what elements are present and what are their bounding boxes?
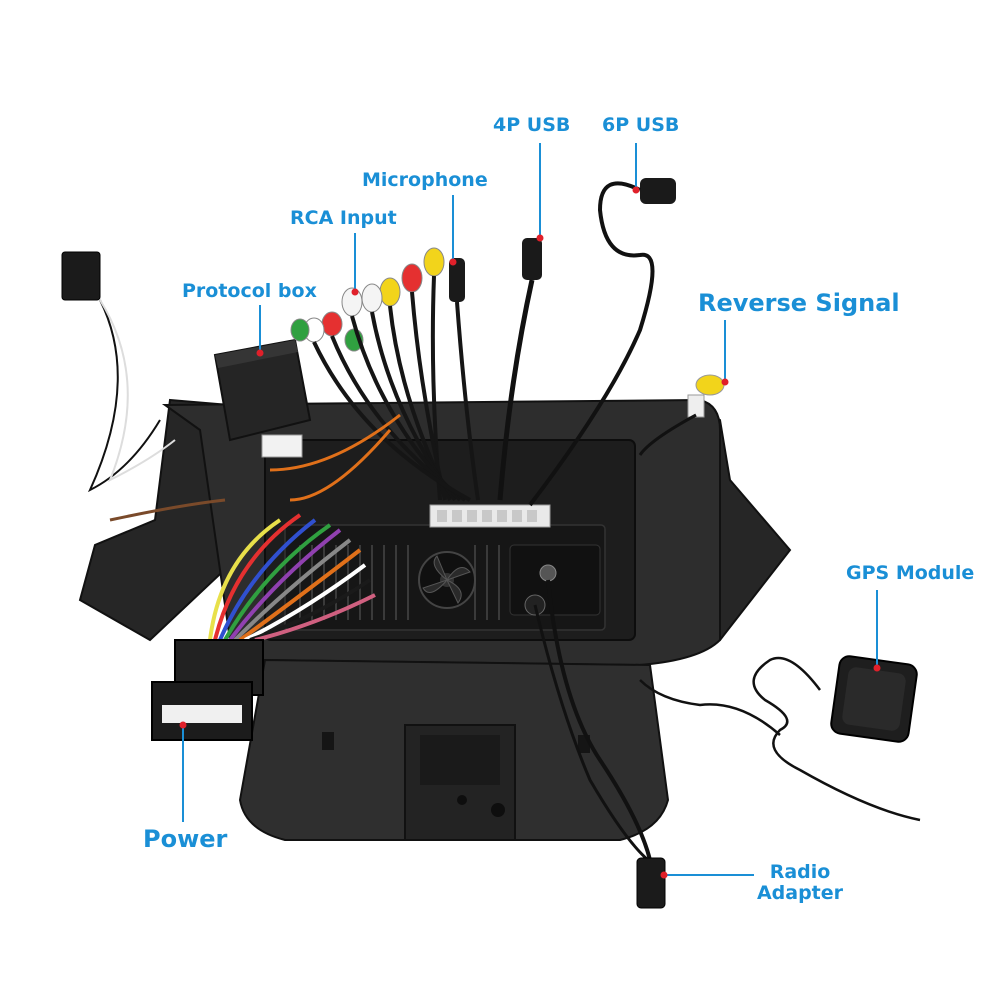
label-power: Power xyxy=(143,825,228,853)
label-radio-adapter: Radio Adapter xyxy=(752,862,848,904)
label-reverse-signal: Reverse Signal xyxy=(698,289,900,317)
label-radio-adapter-line2: Adapter xyxy=(756,881,844,904)
reverse-signal-cable xyxy=(638,374,725,456)
label-radio-adapter-line1: Radio xyxy=(769,861,831,883)
gps-module xyxy=(639,655,921,822)
usb-cables xyxy=(497,178,676,507)
protocol-box xyxy=(61,251,312,493)
rca-cables xyxy=(269,247,480,502)
label-6p-usb: 6P USB xyxy=(602,114,680,136)
label-4p-usb: 4P USB xyxy=(493,114,571,136)
leader-lines xyxy=(182,143,878,876)
leader-dots xyxy=(179,186,881,879)
label-microphone: Microphone xyxy=(362,169,488,191)
label-protocol-box: Protocol box xyxy=(182,280,317,302)
radio-adapter-cable xyxy=(533,579,666,909)
label-rca-input: RCA Input xyxy=(290,207,397,229)
label-gps-module: GPS Module xyxy=(846,562,975,584)
power-harness xyxy=(109,498,376,741)
